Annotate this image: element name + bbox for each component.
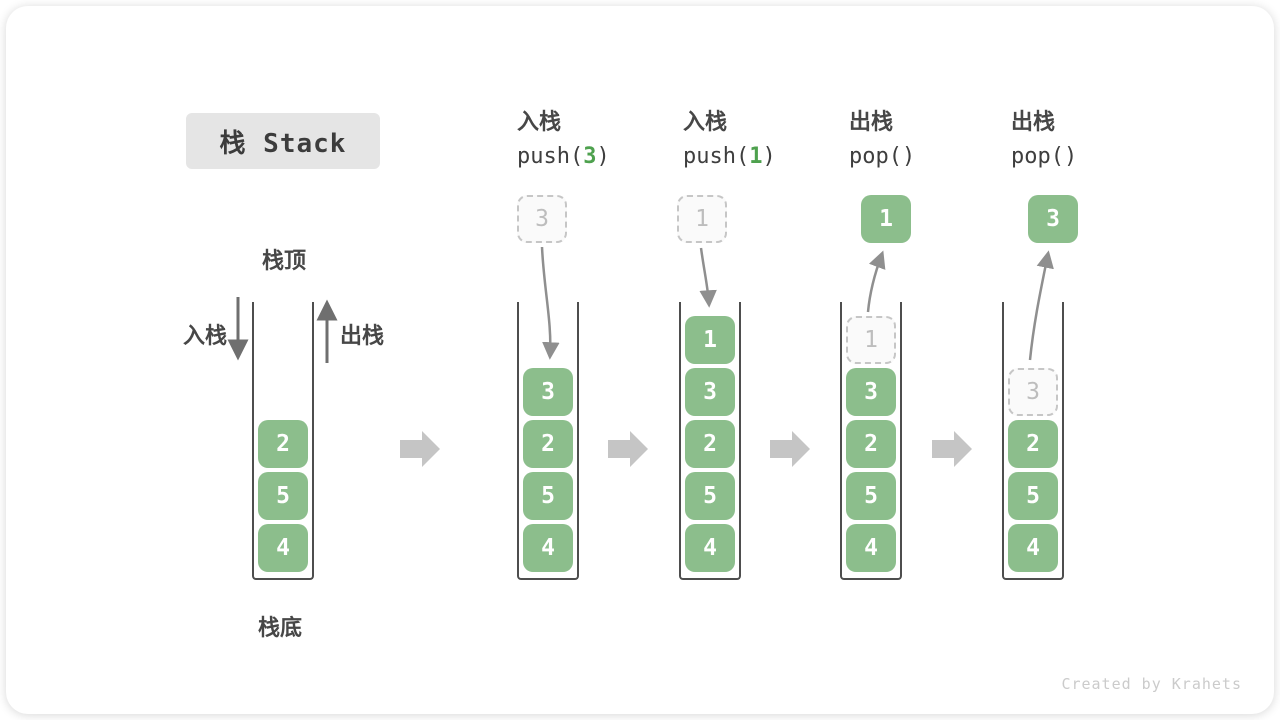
op-name: 入栈: [683, 110, 728, 135]
stack-element: 5: [523, 472, 573, 520]
stack-element: 1: [685, 316, 735, 364]
op-code-pre: push(: [683, 144, 750, 169]
stack-container-initial: 4 5 2: [252, 302, 314, 580]
op-code: push(3): [517, 140, 677, 174]
credit-text: Created by Krahets: [1061, 675, 1242, 693]
stack-container-after-push3: 4 5 2 3: [517, 302, 579, 580]
stack-container-after-push1: 4 5 2 3 1: [679, 302, 741, 580]
stack-element: 3: [846, 368, 896, 416]
op-code: pop(): [849, 140, 1009, 174]
op-code: pop(): [1011, 140, 1171, 174]
stack-element: 5: [685, 472, 735, 520]
op-name: 出栈: [849, 110, 894, 135]
stack-element: 4: [685, 524, 735, 572]
diagram-title: 栈 Stack: [186, 113, 380, 169]
stack-container-after-pop2: 4 5 2 3: [1002, 302, 1064, 580]
op-code-pre: pop(: [1011, 144, 1064, 169]
stack-element: 4: [258, 524, 308, 572]
stack-element: 3: [523, 368, 573, 416]
stack-element: 2: [258, 420, 308, 468]
floating-element-dashed: 1: [677, 195, 727, 243]
removed-element-ghost: 3: [1008, 368, 1058, 416]
op-header-push-1: 入栈 push(1): [683, 106, 843, 174]
stack-element: 5: [258, 472, 308, 520]
op-code-pre: pop(: [849, 144, 902, 169]
removed-element-ghost: 1: [846, 316, 896, 364]
op-code-post: ): [596, 144, 610, 169]
op-header-push-3: 入栈 push(3): [517, 106, 677, 174]
op-code-pre: push(: [517, 144, 584, 169]
op-code-post: ): [901, 144, 916, 169]
stack-element: 4: [846, 524, 896, 572]
op-name: 出栈: [1011, 110, 1056, 135]
popped-element: 3: [1028, 195, 1078, 243]
floating-element-dashed: 3: [517, 195, 567, 243]
stack-element: 2: [523, 420, 573, 468]
stack-container-after-pop1: 4 5 2 3 1: [840, 302, 902, 580]
stack-top-label: 栈顶: [262, 249, 307, 274]
stack-element: 5: [1008, 472, 1058, 520]
push-side-label: 入栈: [183, 324, 228, 349]
stack-element: 4: [1008, 524, 1058, 572]
stack-bottom-label: 栈底: [258, 616, 303, 641]
stack-element: 2: [846, 420, 896, 468]
stack-element: 2: [1008, 420, 1058, 468]
stack-element: 3: [685, 368, 735, 416]
op-header-pop-1: 出栈 pop(): [849, 106, 1009, 174]
op-code-arg: 1: [749, 144, 763, 169]
stack-element: 4: [523, 524, 573, 572]
op-name: 入栈: [517, 110, 562, 135]
op-code-post: ): [1063, 144, 1078, 169]
stack-element: 2: [685, 420, 735, 468]
popped-element: 1: [861, 195, 911, 243]
op-code-post: ): [762, 144, 776, 169]
op-header-pop-2: 出栈 pop(): [1011, 106, 1171, 174]
pop-side-label: 出栈: [340, 324, 385, 349]
op-code: push(1): [683, 140, 843, 174]
op-code-arg: 3: [583, 144, 597, 169]
stack-element: 5: [846, 472, 896, 520]
